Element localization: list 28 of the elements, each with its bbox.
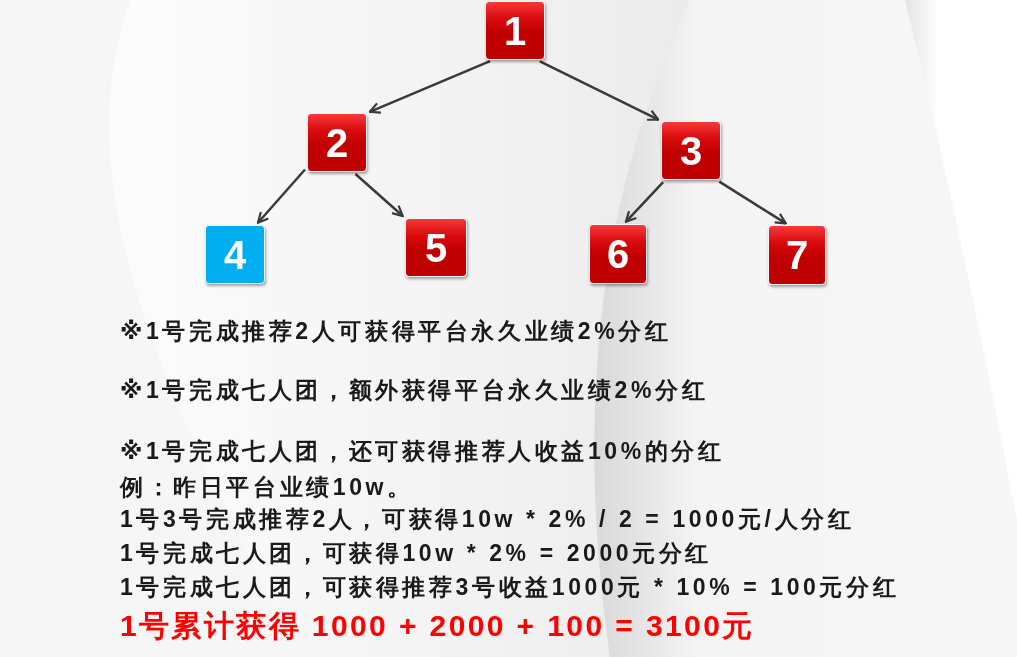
rule-text: 1号完成七人团，可获得推荐3号收益1000元 * 10% = 100元分红	[120, 574, 900, 601]
arrow	[624, 181, 665, 223]
member-box	[589, 224, 647, 284]
member-number: 7	[785, 235, 809, 275]
member-box	[485, 1, 545, 60]
member-box	[307, 113, 367, 172]
rule-text: 1号完成七人团，可获得10w * 2% = 2000元分红	[120, 540, 712, 567]
arrow	[354, 173, 404, 218]
member-box	[405, 218, 467, 277]
rule-text: 例：昨日平台业绩10w。	[120, 474, 414, 501]
rule-text: ※1号完成七人团，还可获得推荐人收益10%的分红	[120, 438, 725, 465]
arrow	[718, 180, 787, 225]
highlighted-member-box	[205, 225, 265, 284]
member-number: 1	[503, 10, 527, 51]
member-number: 4	[223, 234, 247, 275]
arrow	[368, 60, 491, 114]
rule-text: 1号3号完成推荐2人，可获得10w * 2% / 2 = 1000元/人分红	[120, 506, 855, 533]
member-box	[661, 121, 721, 180]
member-number: 5	[424, 227, 448, 268]
member-number: 3	[679, 130, 703, 171]
member-box	[768, 225, 826, 285]
rule-text: ※1号完成七人团，额外获得平台永久业绩2%分红	[120, 377, 709, 404]
arrow	[539, 60, 660, 121]
member-number: 2	[325, 122, 349, 163]
arrow	[256, 168, 306, 224]
total-result: 1号累计获得 1000 + 2000 + 100 = 3100元	[120, 609, 755, 644]
rule-text: ※1号完成推荐2人可获得平台永久业绩2%分红	[120, 318, 672, 345]
member-number: 6	[606, 234, 630, 274]
